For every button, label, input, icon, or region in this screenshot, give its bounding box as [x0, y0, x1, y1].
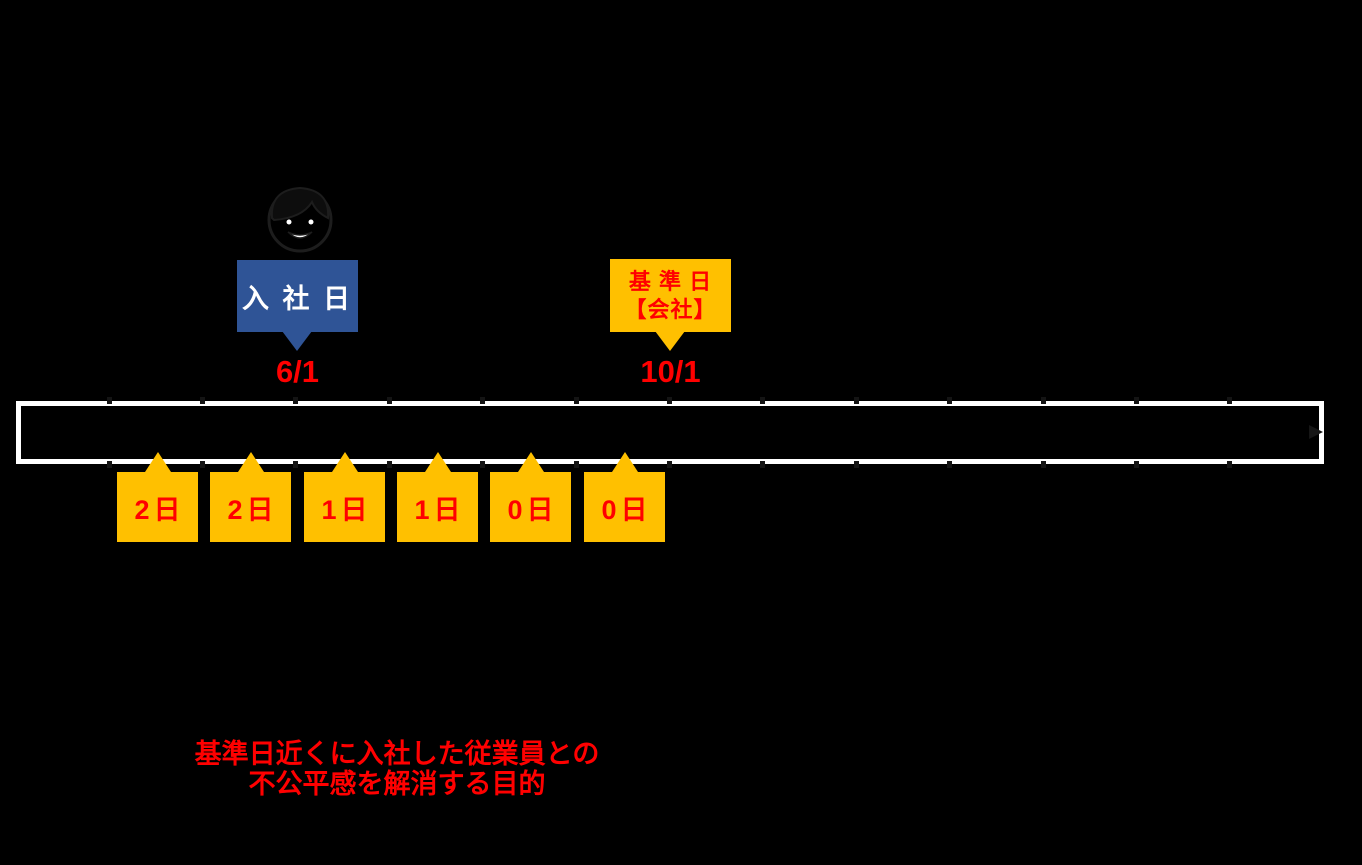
purpose-note: 基準日近くに入社した従業員との 不公平感を解消する目的 — [47, 739, 747, 799]
day-marker: 0日 — [490, 452, 571, 542]
person-face-icon — [267, 186, 333, 253]
base-date-value: 10/1 — [640, 354, 701, 389]
month-tick — [106, 397, 112, 404]
month-tick — [1227, 397, 1233, 404]
month-tick — [1040, 461, 1046, 468]
month-tick — [480, 461, 486, 468]
day-marker-value: 0日 — [584, 472, 665, 542]
up-pointer-icon — [424, 452, 451, 472]
month-tick — [199, 461, 205, 468]
month-tick — [1133, 397, 1139, 404]
month-tick — [1133, 461, 1139, 468]
base-date-sublabel: 【会社】 — [624, 296, 717, 322]
day-marker-value: 1日 — [397, 472, 478, 542]
up-pointer-icon — [144, 452, 171, 472]
day-marker: 2日 — [210, 452, 291, 542]
month-tick — [386, 397, 392, 404]
month-tick — [1040, 397, 1046, 404]
month-tick — [760, 461, 766, 468]
up-pointer-icon — [611, 452, 638, 472]
join-date-value: 6/1 — [275, 354, 320, 389]
day-marker: 1日 — [397, 452, 478, 542]
month-tick — [199, 397, 205, 404]
day-marker-value: 2日 — [117, 472, 198, 542]
purpose-note-line1: 基準日近くに入社した従業員との — [194, 739, 600, 769]
up-pointer-icon — [331, 452, 358, 472]
up-pointer-icon — [237, 452, 264, 472]
purpose-note-line2: 不公平感を解消する目的 — [248, 769, 546, 799]
month-tick — [760, 397, 766, 404]
month-tick — [573, 397, 579, 404]
month-tick — [947, 397, 953, 404]
day-marker-value: 1日 — [304, 472, 385, 542]
month-tick — [947, 461, 953, 468]
month-tick — [666, 461, 672, 468]
month-tick — [480, 397, 486, 404]
month-tick — [386, 461, 392, 468]
day-marker: 2日 — [117, 452, 198, 542]
base-date-callout: 基 準 日 【会社】 — [610, 259, 731, 332]
day-marker: 1日 — [304, 452, 385, 542]
month-tick — [106, 461, 112, 468]
month-tick — [1227, 461, 1233, 468]
day-marker: 0日 — [584, 452, 665, 542]
month-tick — [293, 461, 299, 468]
right-arrow-icon — [1309, 425, 1323, 439]
join-date-label: 入 社 日 — [241, 283, 353, 314]
day-marker-value: 2日 — [210, 472, 291, 542]
month-tick — [666, 397, 672, 404]
day-marker-value: 0日 — [490, 472, 571, 542]
month-tick — [853, 461, 859, 468]
month-tick — [853, 397, 859, 404]
join-date-callout: 入 社 日 — [237, 260, 358, 332]
base-callout-pointer-icon — [655, 331, 685, 351]
base-date-label: 基 準 日 — [628, 268, 713, 294]
month-tick — [573, 461, 579, 468]
join-callout-pointer-icon — [282, 331, 312, 351]
up-pointer-icon — [517, 452, 544, 472]
month-tick — [293, 397, 299, 404]
